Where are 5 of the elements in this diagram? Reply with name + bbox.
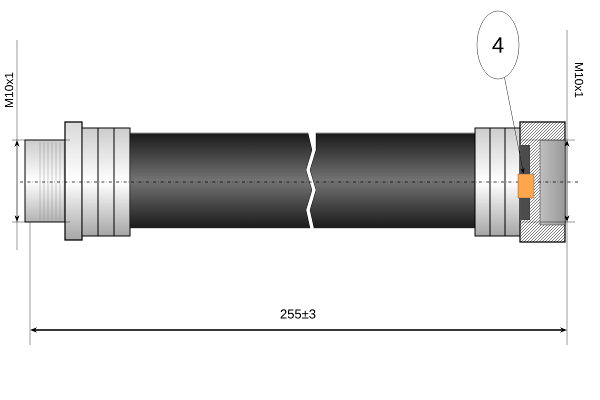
insert-box	[518, 174, 534, 198]
dimension-text: M10x1	[574, 62, 584, 98]
leader-line	[504, 77, 524, 174]
dimension-text: 255±3	[280, 309, 316, 319]
dimension-text: M10x1	[4, 72, 14, 108]
